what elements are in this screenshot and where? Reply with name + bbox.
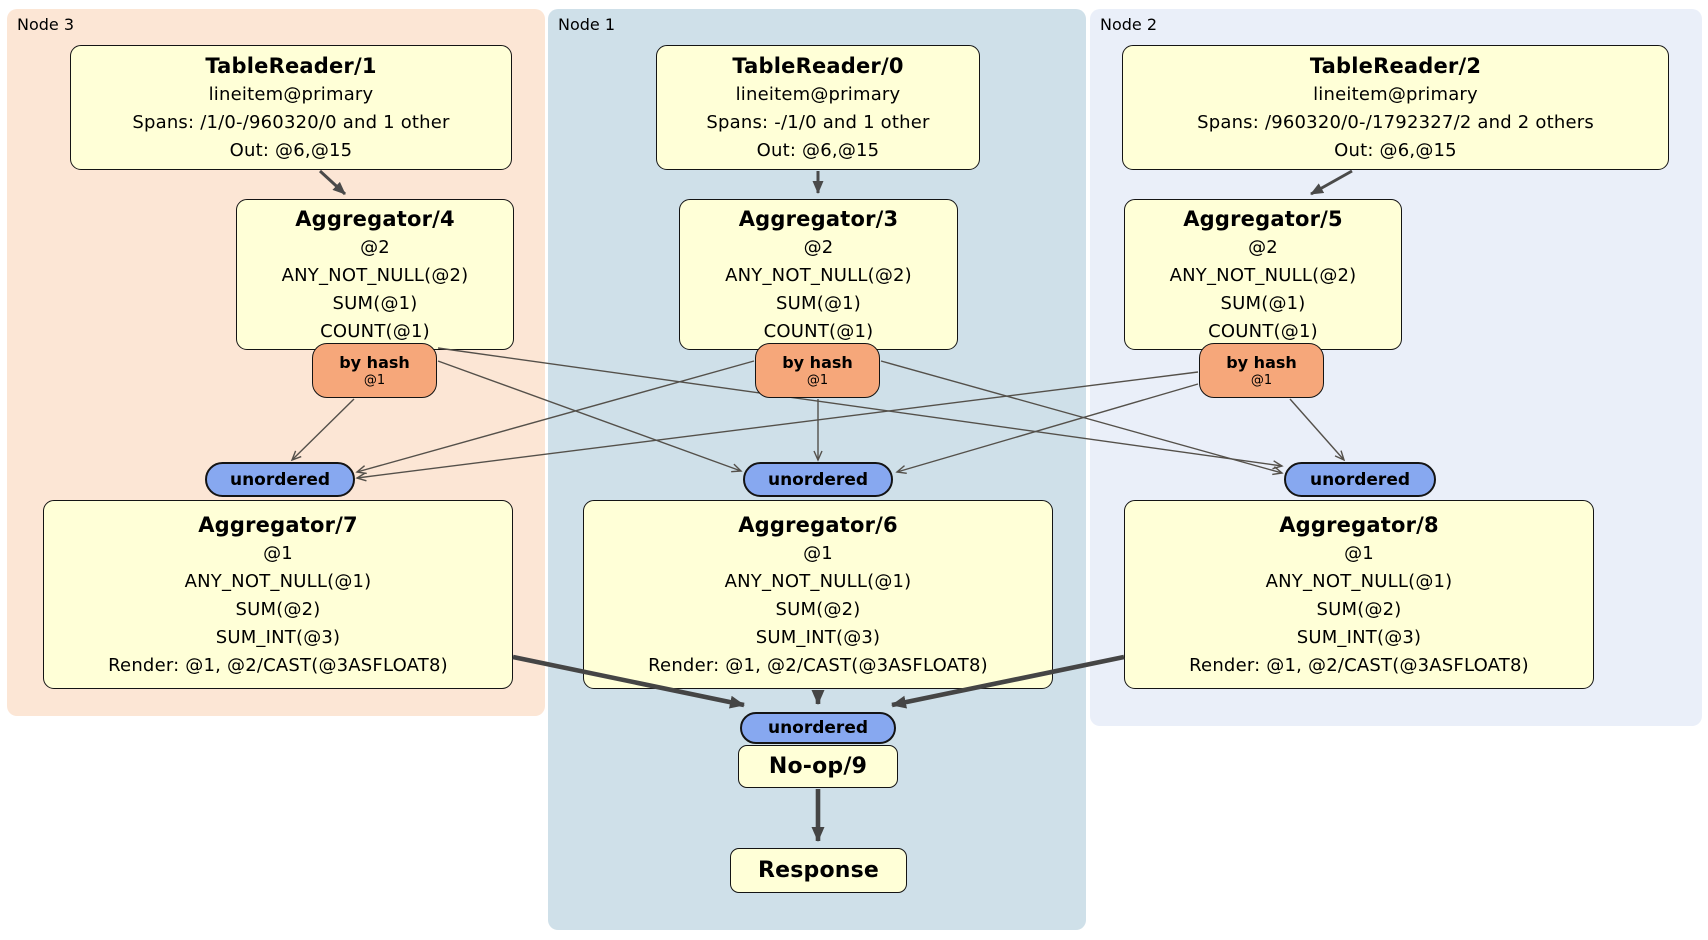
processor-aggregator-4: Aggregator/4 @2 ANY_NOT_NULL(@2) SUM(@1)… (236, 199, 514, 350)
processor-line: ANY_NOT_NULL(@1) (1265, 570, 1453, 592)
node-panel-label-node2: Node 2 (1100, 15, 1158, 34)
sync-unordered-final: unordered (740, 712, 896, 744)
processor-tablereader-2: TableReader/2 lineitem@primary Spans: /9… (1122, 45, 1669, 170)
processor-line: SUM(@2) (775, 598, 861, 620)
sync-unordered-node3: unordered (205, 462, 355, 497)
processor-line: @2 (1248, 236, 1278, 258)
processor-line: Spans: /960320/0-/1792327/2 and 2 others (1197, 111, 1594, 133)
processor-title: Aggregator/6 (738, 512, 898, 537)
processor-line: SUM_INT(@3) (1296, 626, 1422, 648)
processor-line: @1 (263, 542, 293, 564)
processor-line: @2 (803, 236, 834, 258)
processor-line: Spans: /1/0-/960320/0 and 1 other (132, 111, 450, 133)
processor-line: ANY_NOT_NULL(@1) (184, 570, 372, 592)
router-by-hash-label: by hash (1226, 353, 1297, 372)
processor-title: TableReader/1 (205, 53, 377, 78)
processor-line: COUNT(@1) (320, 320, 430, 342)
processor-aggregator-5: Aggregator/5 @2 ANY_NOT_NULL(@2) SUM(@1)… (1124, 199, 1402, 350)
processor-line: lineitem@primary (208, 83, 374, 105)
processor-title: Aggregator/8 (1279, 512, 1439, 537)
processor-aggregator-3: Aggregator/3 @2 ANY_NOT_NULL(@2) SUM(@1)… (679, 199, 958, 350)
processor-line: ANY_NOT_NULL(@2) (1169, 264, 1357, 286)
processor-aggregator-6: Aggregator/6 @1 ANY_NOT_NULL(@1) SUM(@2)… (583, 500, 1053, 689)
processor-line: SUM(@1) (1220, 292, 1306, 314)
processor-line: lineitem@primary (735, 83, 901, 105)
processor-line: ANY_NOT_NULL(@2) (725, 264, 912, 286)
sync-unordered-label: unordered (767, 469, 869, 490)
router-by-hash-label: by hash (782, 353, 853, 372)
processor-line: @2 (360, 236, 390, 258)
sync-unordered-label: unordered (767, 718, 869, 738)
processor-line: SUM_INT(@3) (215, 626, 341, 648)
router-by-hash-detail: @1 (1250, 373, 1273, 388)
processor-line: COUNT(@1) (763, 320, 874, 342)
processor-title: Aggregator/5 (1183, 206, 1343, 231)
processor-line: lineitem@primary (1313, 83, 1478, 105)
node-panel-label-node3: Node 3 (17, 15, 75, 34)
processor-line: ANY_NOT_NULL(@2) (281, 264, 469, 286)
processor-line: Out: @6,@15 (756, 139, 880, 161)
processor-title: No-op/9 (768, 753, 868, 779)
processor-aggregator-8: Aggregator/8 @1 ANY_NOT_NULL(@1) SUM(@2)… (1124, 500, 1594, 689)
processor-line: SUM_INT(@3) (755, 626, 881, 648)
sync-unordered-label: unordered (1309, 469, 1411, 490)
processor-title: TableReader/2 (1309, 53, 1482, 78)
sync-unordered-node1: unordered (743, 462, 893, 497)
processor-line: SUM(@1) (332, 292, 418, 314)
processor-title: Aggregator/3 (738, 206, 899, 231)
processor-line: @1 (1344, 542, 1374, 564)
processor-title: Response (757, 857, 880, 883)
router-by-hash-node3: by hash @1 (312, 343, 437, 398)
router-by-hash-node1: by hash @1 (755, 343, 880, 398)
router-by-hash-detail: @1 (363, 373, 386, 388)
processor-noop-9: No-op/9 (738, 745, 898, 788)
processor-response: Response (730, 848, 907, 893)
processor-line: Spans: -/1/0 and 1 other (706, 111, 930, 133)
node-panel-label-node1: Node 1 (558, 15, 616, 34)
processor-aggregator-7: Aggregator/7 @1 ANY_NOT_NULL(@1) SUM(@2)… (43, 500, 513, 689)
processor-line: Out: @6,@15 (229, 139, 353, 161)
router-by-hash-label: by hash (339, 353, 410, 372)
processor-line: ANY_NOT_NULL(@1) (724, 570, 912, 592)
processor-title: Aggregator/7 (198, 512, 358, 537)
processor-line: Render: @1, @2/CAST(@3ASFLOAT8) (108, 654, 448, 676)
router-by-hash-detail: @1 (806, 373, 829, 388)
processor-line: SUM(@2) (1316, 598, 1402, 620)
sync-unordered-node2: unordered (1284, 462, 1436, 497)
processor-title: TableReader/0 (732, 53, 904, 78)
processor-line: SUM(@2) (235, 598, 321, 620)
processor-line: COUNT(@1) (1208, 320, 1318, 342)
sync-unordered-label: unordered (229, 469, 331, 490)
processor-title: Aggregator/4 (295, 206, 455, 231)
processor-line: Render: @1, @2/CAST(@3ASFLOAT8) (648, 654, 988, 676)
processor-line: Out: @6,@15 (1334, 139, 1457, 161)
router-by-hash-node2: by hash @1 (1199, 343, 1324, 398)
processor-line: SUM(@1) (775, 292, 862, 314)
processor-tablereader-1: TableReader/1 lineitem@primary Spans: /1… (70, 45, 512, 170)
processor-line: Render: @1, @2/CAST(@3ASFLOAT8) (1189, 654, 1529, 676)
processor-tablereader-0: TableReader/0 lineitem@primary Spans: -/… (656, 45, 980, 170)
processor-line: @1 (803, 542, 833, 564)
